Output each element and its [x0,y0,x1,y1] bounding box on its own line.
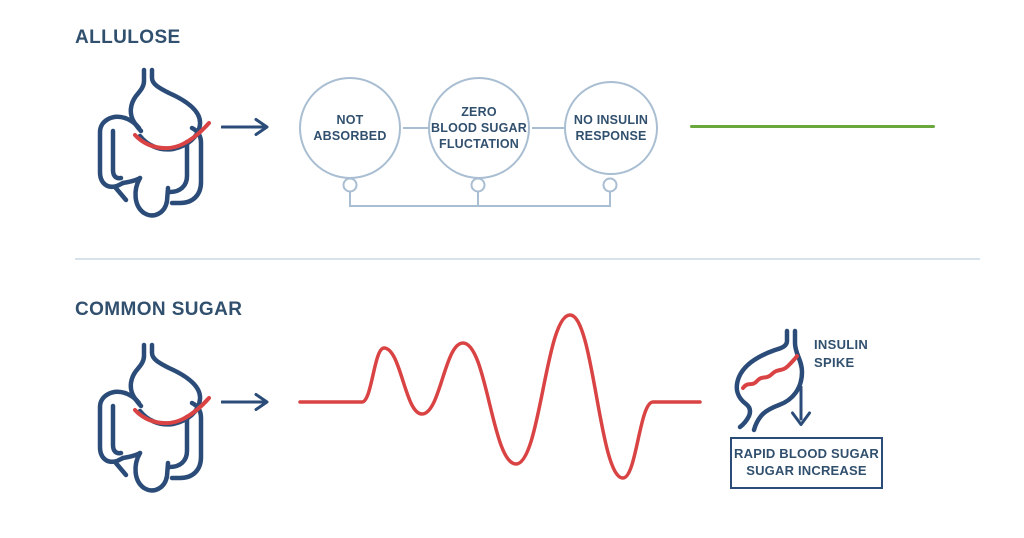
stable-glucose-line [690,125,935,128]
digestive-tract-icon [95,66,215,226]
common-sugar-section-title: COMMON SUGAR [75,299,243,320]
bubble-zero-fluctuation: ZERO BLOOD SUGAR FLUCTATION [428,77,530,179]
allulose-section-title: ALLULOSE [75,27,181,48]
section-divider [75,258,980,260]
bubble-bracket-connector [342,177,618,207]
result-box: RAPID BLOOD SUGAR SUGAR INCREASE [730,437,883,489]
blood-sugar-wave [298,313,702,480]
blood-sugar-wave-path [298,313,702,480]
bubble-not-absorbed: NOT ABSORBED [299,77,401,179]
digestive-tract-icon [95,341,215,501]
arrow-right-icon [221,117,273,137]
bubble-no-insulin: NO INSULIN RESPONSE [564,81,658,175]
arrow-right-icon [221,392,273,412]
bubble-connector-line [403,127,428,129]
arrow-down-icon [791,386,811,426]
bubble-connector-line [532,127,564,129]
insulin-spike-label: INSULIN SPIKE [814,337,869,370]
